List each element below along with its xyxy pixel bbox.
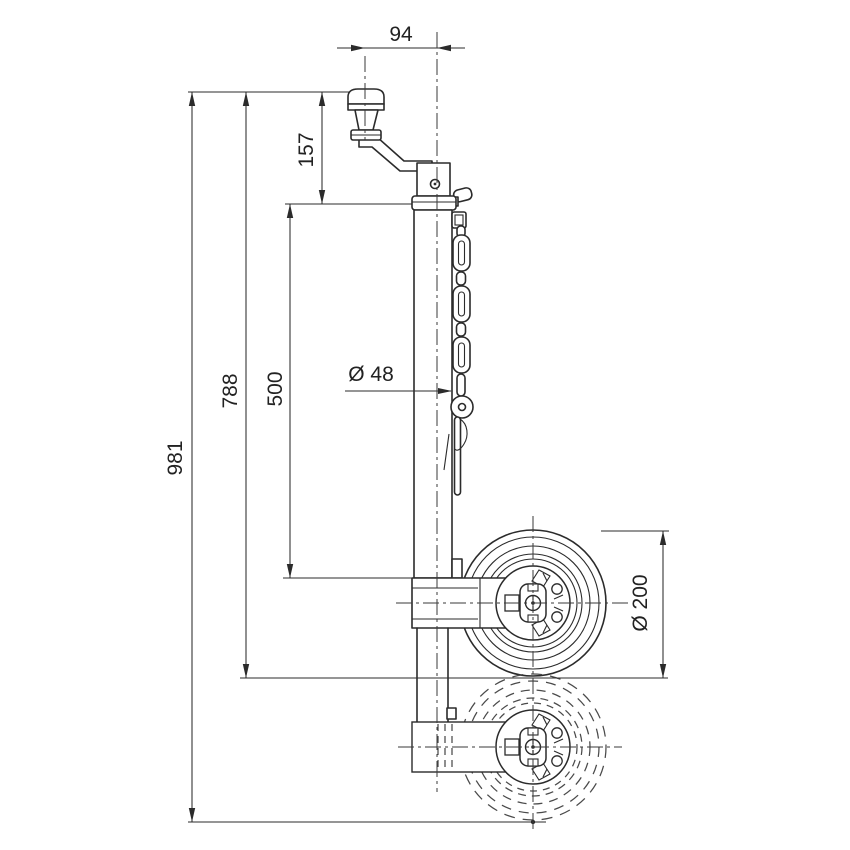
crank-knob (347, 88, 385, 141)
dimension-label-94: 94 (389, 23, 413, 46)
dimension-label-48: Ø 48 (348, 363, 394, 386)
dimension-label-157: 157 (295, 132, 318, 167)
dimension-label-981: 981 (164, 440, 187, 475)
dimension-500: 500 (264, 204, 294, 578)
dimension-157: 157 (295, 92, 326, 204)
centerlines (364, 32, 630, 832)
dimension-981: 981 (164, 92, 196, 822)
dimension-wheel-diameter: Ø 200 (629, 531, 667, 678)
dimension-94: 94 (337, 23, 465, 52)
dimension-label-200: Ø 200 (629, 574, 652, 631)
dimension-label-788: 788 (219, 373, 242, 408)
chain-ring (450, 395, 474, 419)
clamp-collar (411, 187, 473, 211)
dimension-label-500: 500 (264, 371, 287, 406)
dimension-788: 788 (219, 92, 250, 678)
dimension-tube-diameter: Ø 48 (345, 363, 452, 394)
clip-pin (443, 416, 468, 496)
crank-handle (347, 88, 433, 172)
inner-tube (416, 627, 457, 723)
extension-lines (188, 91, 669, 825)
gear-housing (416, 162, 451, 197)
safety-chain (443, 211, 474, 496)
